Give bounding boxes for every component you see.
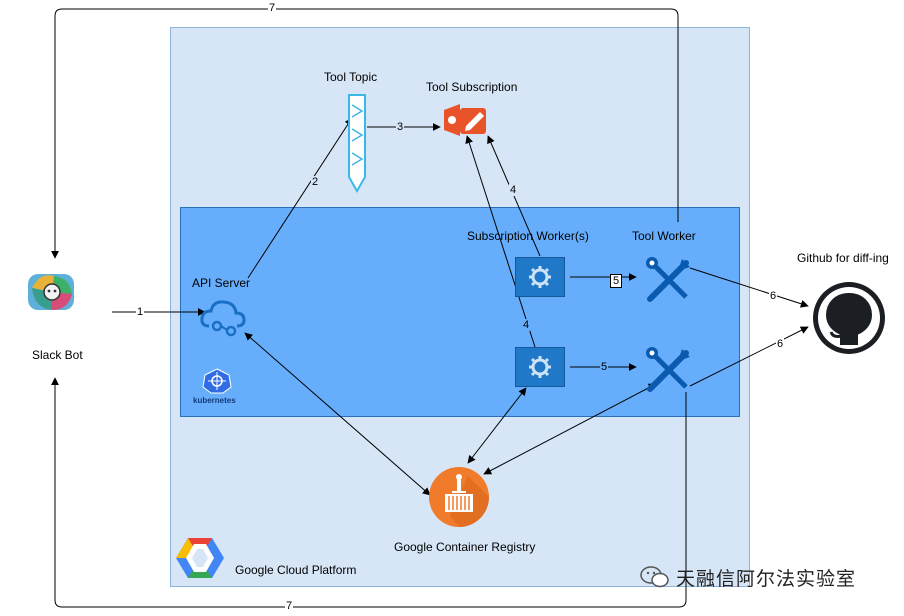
edge-label-6b: 6	[776, 338, 785, 350]
tool-subscription-icon	[440, 100, 492, 140]
edge-label-4b: 4	[522, 319, 531, 331]
api-registry-line	[244, 332, 431, 496]
gear-icon	[529, 266, 551, 288]
github-label: Github for diff-ing	[797, 251, 889, 265]
edge-label-5a: 5	[610, 274, 623, 288]
edge-label-7b: 7	[285, 600, 294, 612]
edge-label-6a: 6	[769, 290, 778, 302]
gear-icon	[529, 356, 551, 378]
api-server-icon	[199, 296, 249, 340]
container-registry-label: Google Container Registry	[394, 540, 536, 554]
edge-7a-path	[51, 8, 679, 259]
wechat-icon	[640, 565, 670, 589]
worker-registry-line	[467, 387, 527, 464]
edge-label-1: 1	[136, 306, 145, 318]
toolworker-registry-line	[483, 383, 657, 475]
edge-label-2: 2	[311, 176, 320, 188]
kubernetes-label: kubernetes	[193, 396, 236, 405]
edge-6b-line	[689, 326, 809, 387]
tool-worker-1-icon	[642, 255, 694, 303]
subscription-worker-2	[515, 347, 565, 387]
tool-worker-2-icon	[642, 345, 694, 393]
edge-label-3: 3	[396, 121, 405, 133]
tool-subscription-label: Tool Subscription	[426, 80, 518, 94]
watermark-text: 天融信阿尔法实验室	[676, 569, 857, 590]
slack-bot-label: Slack Bot	[32, 348, 83, 362]
api-server-label: API Server	[192, 276, 251, 290]
subscription-worker-1	[515, 257, 565, 297]
edge-6a-line	[689, 267, 809, 308]
gcp-label: Google Cloud Platform	[235, 563, 357, 577]
edge-7b-path	[51, 377, 687, 608]
container-registry-icon	[428, 466, 490, 528]
edge-4a-line	[487, 135, 541, 257]
subscription-workers-label: Subscription Worker(s)	[467, 229, 589, 243]
tool-topic-label: Tool Topic	[324, 70, 378, 84]
edge-4b-line	[465, 135, 536, 348]
tool-topic-icon	[347, 93, 367, 194]
edge-label-7a: 7	[268, 2, 277, 14]
edge-label-5b: 5	[600, 361, 609, 373]
edge-label-4a: 4	[509, 184, 518, 196]
kubernetes-icon	[202, 368, 232, 394]
slack-bot-icon	[26, 266, 78, 318]
tool-worker-label: Tool Worker	[632, 229, 696, 243]
github-icon	[811, 280, 887, 356]
gcp-logo-icon	[176, 536, 224, 580]
edge-2-line	[247, 117, 353, 279]
